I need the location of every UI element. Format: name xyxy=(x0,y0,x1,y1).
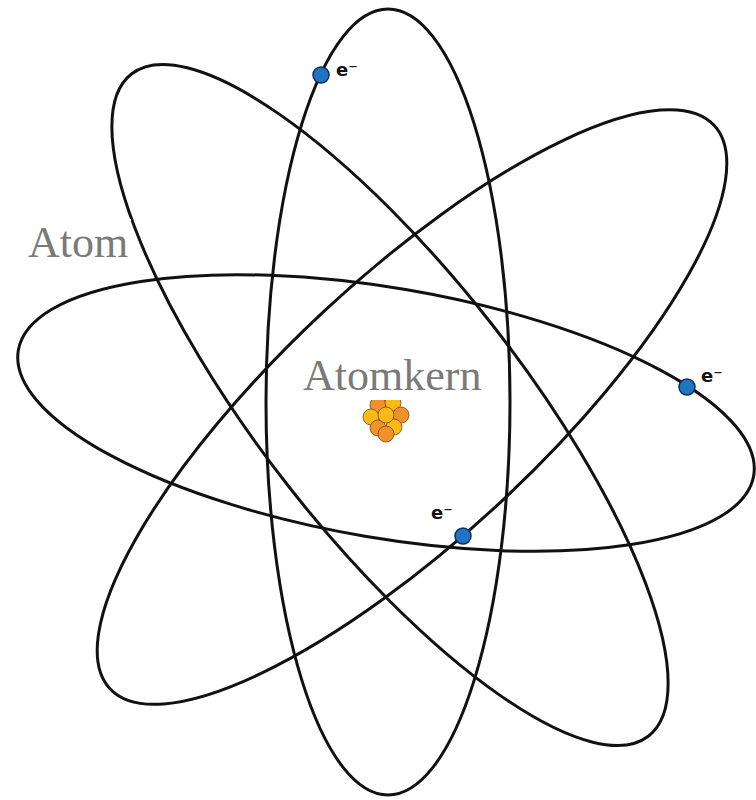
electron xyxy=(455,528,471,544)
electron-label: e⁻ xyxy=(333,60,361,80)
electron-label: e⁻ xyxy=(428,503,456,523)
electron-orbit xyxy=(21,30,756,783)
electron-label: e⁻ xyxy=(698,366,726,386)
electron-orbit xyxy=(0,227,756,599)
atomic-nucleus xyxy=(363,395,409,442)
electron xyxy=(679,379,695,395)
electron-orbit xyxy=(29,0,751,800)
nucleon xyxy=(378,407,394,423)
atom-label: Atom xyxy=(25,219,131,267)
nucleus-label: Atomkern xyxy=(300,352,484,400)
electron xyxy=(313,67,329,83)
nucleon xyxy=(378,426,394,442)
